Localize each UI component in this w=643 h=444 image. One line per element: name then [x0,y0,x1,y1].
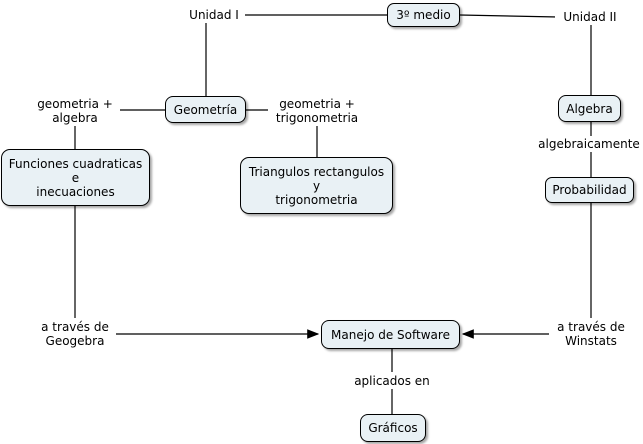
node-probabilidad[interactable]: Probabilidad [545,177,634,203]
line-root-unidad-ii [459,14,559,18]
label-aplicados-en: aplicados en [349,373,435,389]
label-unidad-i: Unidad I [183,7,245,23]
label-unidad-ii: Unidad II [555,9,625,25]
label-geometria-algebra: geometria + algebra [30,96,120,126]
label-algebraicamente: algebraicamente [536,136,642,152]
label-geometria-trigonometria: geometria + trigonometria [268,96,366,126]
node-geometria[interactable]: Geometría [165,96,246,123]
node-triangulos-rectangulos[interactable]: Triangulos rectangulos y trigonometria [240,157,393,214]
label-via-geogebra: a través de Geogebra [34,319,116,349]
node-manejo-de-software[interactable]: Manejo de Software [321,320,460,349]
node-3-medio[interactable]: 3º medio [387,3,460,27]
label-via-winstats: a través de Winstats [549,319,633,349]
node-algebra[interactable]: Algebra [558,95,621,122]
node-funciones-cuadraticas[interactable]: Funciones cuadraticas e inecuaciones [1,149,150,206]
node-graficos[interactable]: Gráficos [360,414,426,442]
